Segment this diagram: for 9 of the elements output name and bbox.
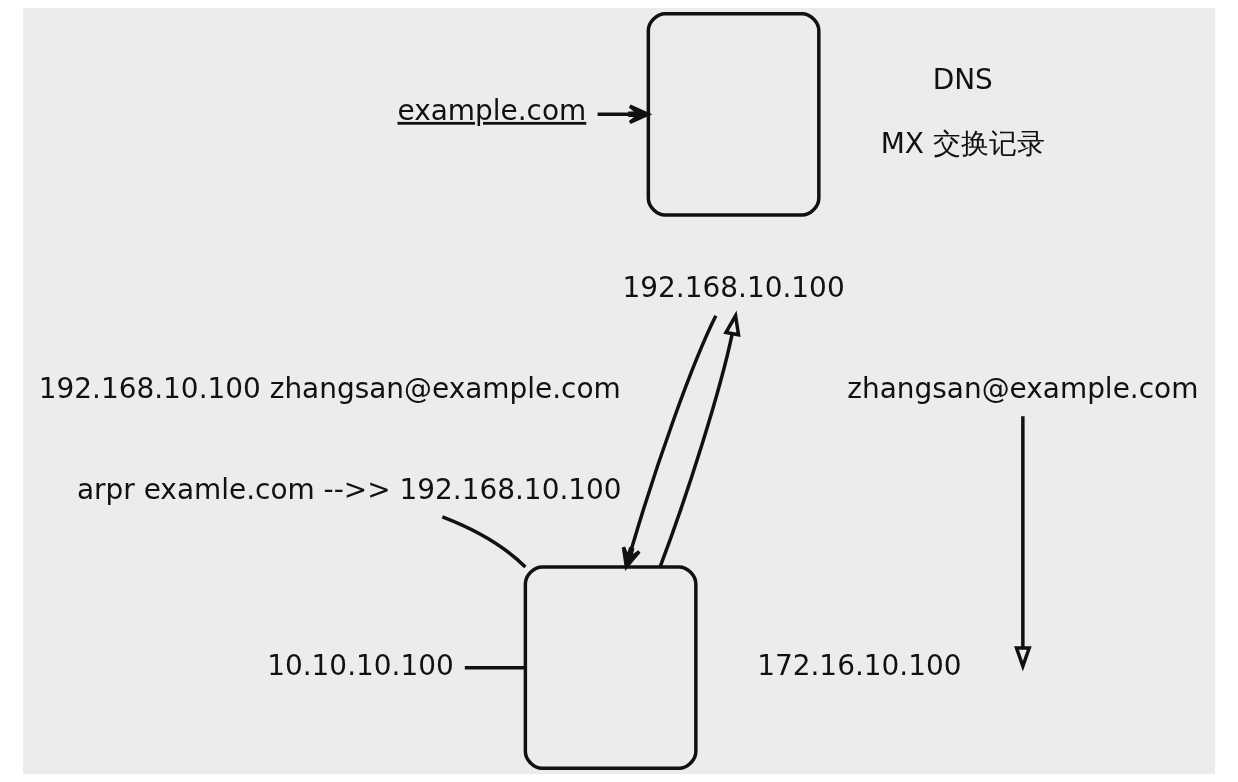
node-text: 10.10.10.100 [267, 648, 454, 682]
node-text: example.com [397, 93, 587, 127]
node-label: MX 交换记录 [880, 127, 1045, 161]
node-text: arpr examle.com -->> 192.168.10.100 [76, 472, 622, 506]
label: 172.16.10.100 [757, 648, 962, 682]
node-text: 192.168.10.100 [622, 271, 845, 305]
label: 192.168.10.100 zhangsan@example.com [38, 371, 621, 405]
node-text: zhangsan@example.com [847, 371, 1199, 405]
node-label: DNS [932, 63, 993, 97]
